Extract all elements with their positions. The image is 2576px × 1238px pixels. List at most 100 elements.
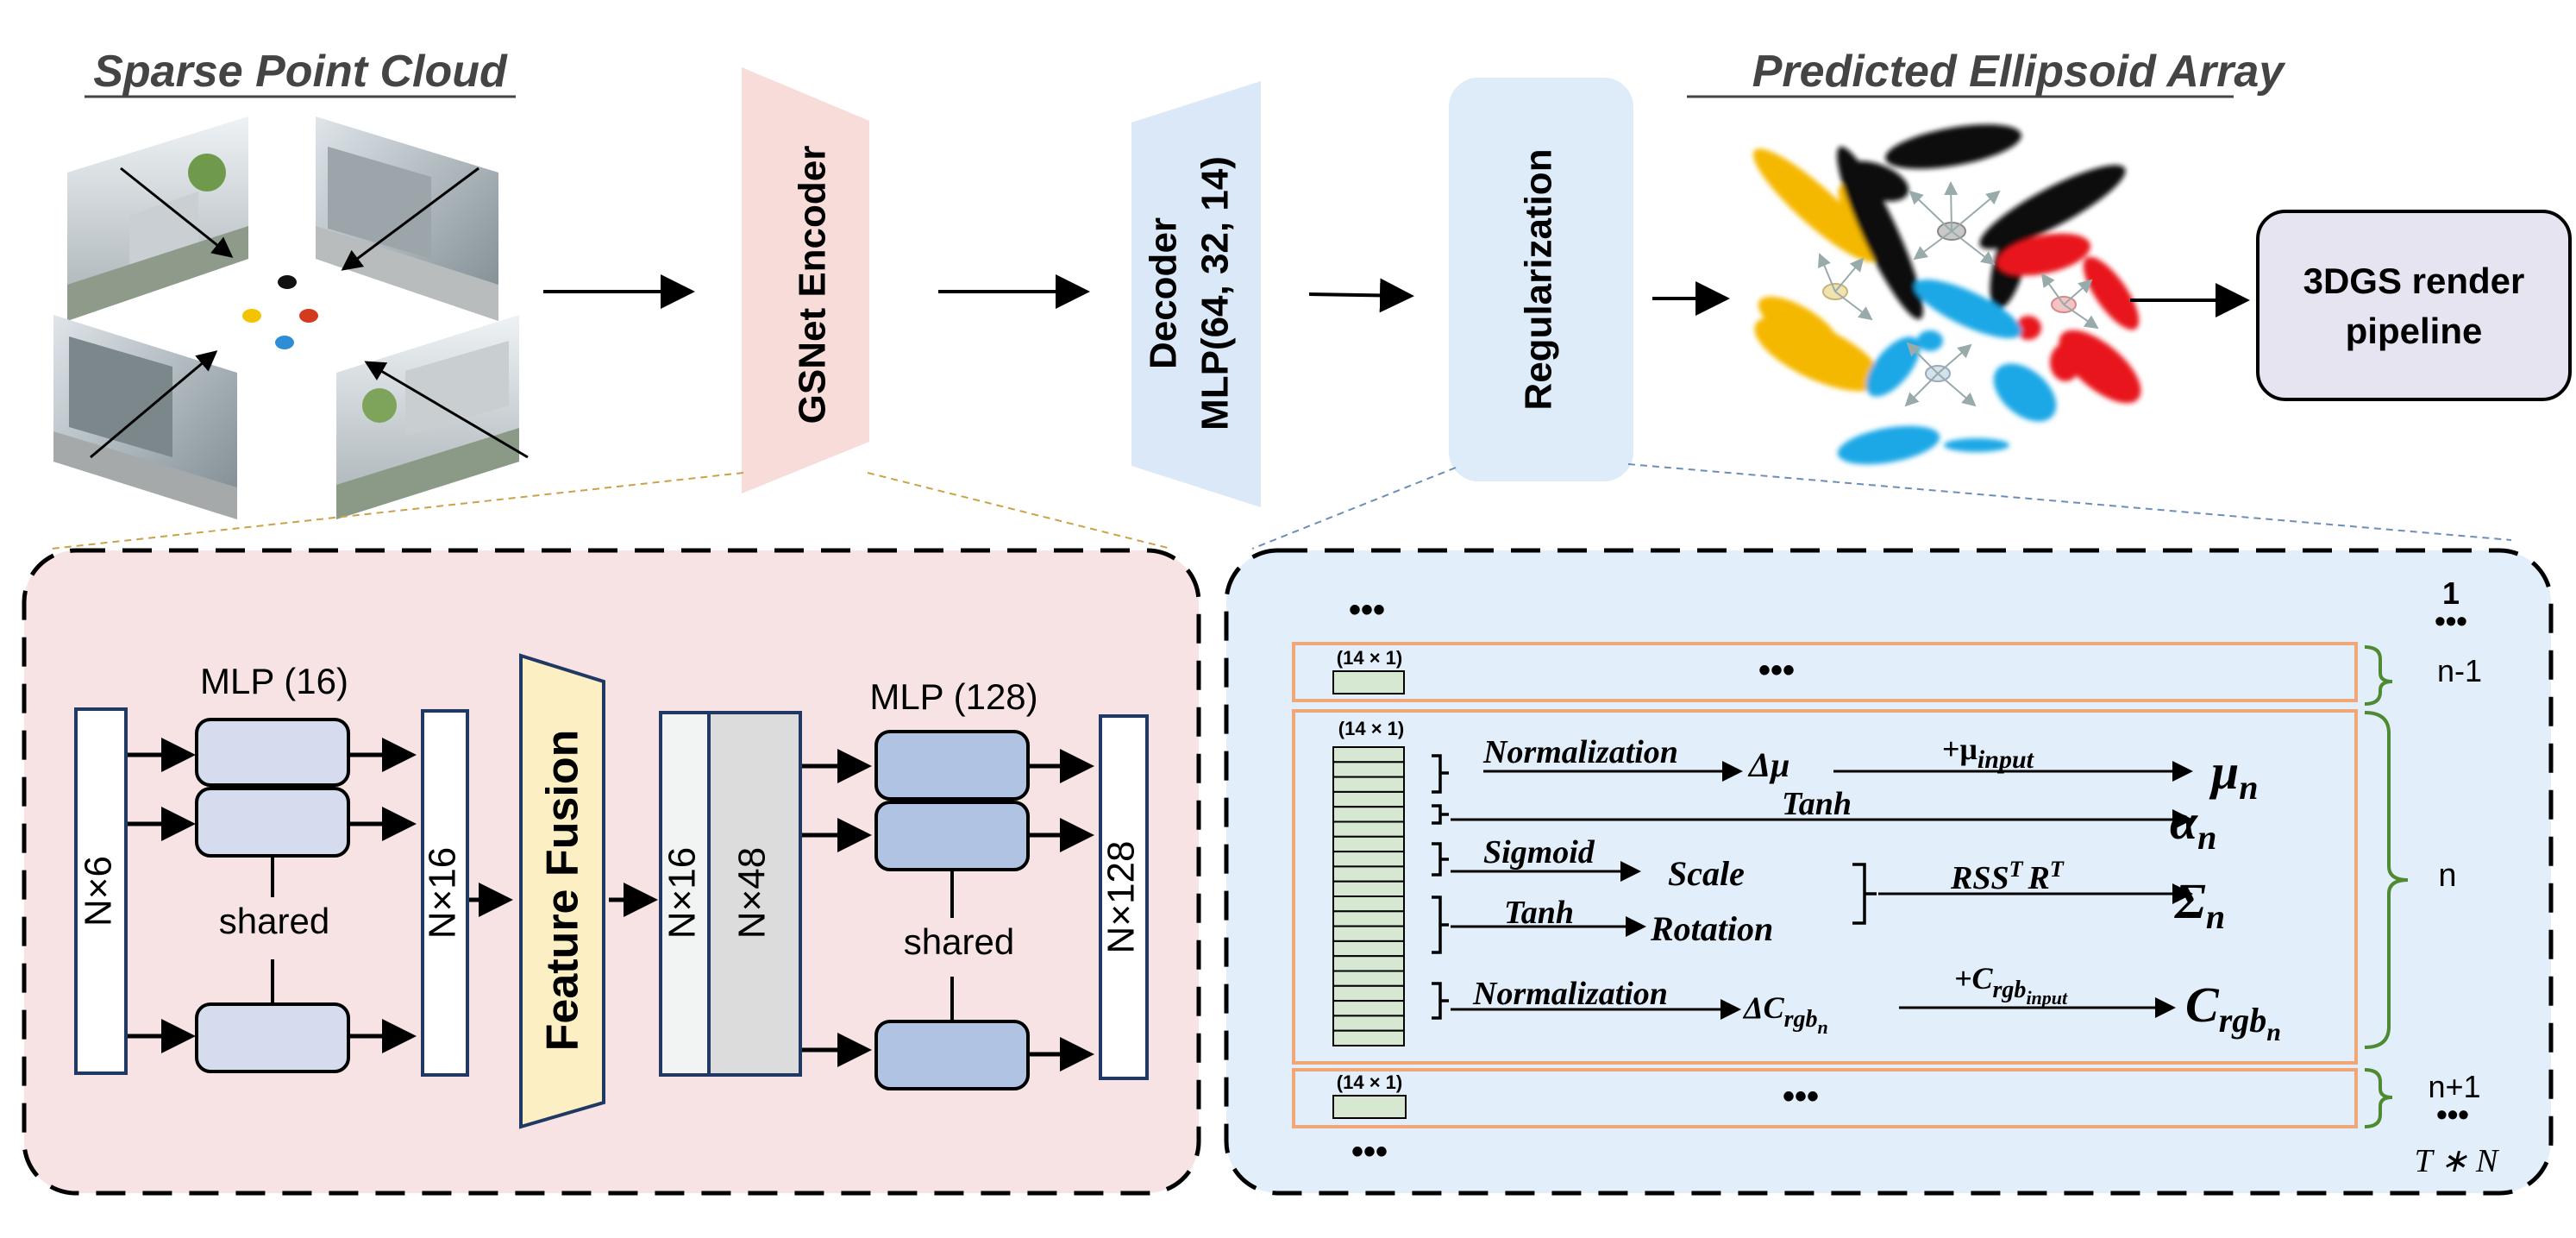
svg-text:GSNet Encoder: GSNet Encoder <box>792 146 834 424</box>
vector-cell <box>1332 776 1405 793</box>
vector-cell <box>1332 910 1405 927</box>
dots-bottom-right: ••• <box>2436 1097 2469 1132</box>
vector-cell <box>1332 1015 1405 1032</box>
vector-cell <box>1332 925 1405 942</box>
regularization-block: Regularization <box>1449 78 1633 481</box>
vector-cell <box>1332 1000 1405 1017</box>
reg-zoom-line-right <box>1627 463 2512 541</box>
dots-row-prev: ••• <box>1758 651 1795 689</box>
concat-n48-label: N×48 <box>731 847 774 939</box>
out-c-rgb: Crgbn <box>2185 977 2281 1046</box>
brace-n-minus-1 <box>2364 645 2393 706</box>
svg-text:pipeline: pipeline <box>2346 311 2483 351</box>
dots-top-right: ••• <box>2435 603 2467 638</box>
row-n <box>1292 709 2358 1065</box>
arrow-decoder-to-regularization <box>1308 278 1414 313</box>
row-n-minus-1 <box>1292 642 2358 702</box>
render-pipeline-block: 3DGS render pipeline <box>2256 210 2572 401</box>
encoder-detail-panel: N×6 MLP (16) shared N×16 Feature Fusion <box>22 548 1201 1196</box>
ellipsoid-array-image <box>1752 124 2141 465</box>
brace-n-plus-1 <box>2364 1068 2393 1128</box>
out-mu: μn <box>2209 744 2259 807</box>
op-normalization-2: Normalization <box>1472 976 1668 1012</box>
svg-text:MLP(64, 32, 14): MLP(64, 32, 14) <box>1194 156 1237 430</box>
output-n128-label: N×128 <box>1100 841 1143 954</box>
encoder-zoom-line-right <box>867 472 1172 550</box>
vector-cell <box>1332 835 1405 853</box>
vector-label-next: (14 × 1) <box>1337 1071 1402 1093</box>
vector-cell <box>1332 955 1405 972</box>
vector-cell <box>1332 746 1405 764</box>
mlp128-block-2 <box>874 801 1030 871</box>
row-label-1: 1 <box>2442 575 2460 611</box>
sparse-points <box>242 275 318 349</box>
gsnet-encoder-block: GSNet Encoder <box>742 67 869 493</box>
op-delta-mu: Δμ <box>1747 745 1789 784</box>
predicted-ellipsoid-title: Predicted Ellipsoid Array <box>1687 47 2287 98</box>
vector-label-prev: (14 × 1) <box>1337 647 1402 669</box>
vector-cell <box>1332 851 1405 868</box>
dots-bottom-left: ••• <box>1351 1133 1388 1171</box>
feature-fusion-label: Feature Fusion <box>538 730 588 1052</box>
svg-text:Predicted Ellipsoid Array: Predicted Ellipsoid Array <box>1752 47 2287 97</box>
street-photo-bottom-left <box>53 315 237 519</box>
op-plus-mu: +μinput <box>1942 732 2035 774</box>
dots-row-next: ••• <box>1783 1078 1819 1115</box>
n16-label: N×16 <box>422 847 464 939</box>
input-n6-block <box>74 707 128 1075</box>
brace-n <box>2364 711 2409 1049</box>
street-photo-top-left <box>67 116 248 321</box>
concat-n16-label: N×16 <box>661 847 704 939</box>
svg-text:Sparse Point Cloud: Sparse Point Cloud <box>93 47 508 97</box>
out-alpha: αn <box>2170 794 2216 857</box>
vector-cell <box>1332 1029 1405 1046</box>
op-plus-c: +Crgbinput <box>1954 961 2068 1009</box>
row-n-plus-1 <box>1292 1068 2358 1128</box>
decoder-block: Decoder MLP(64, 32, 14) <box>1131 81 1261 507</box>
svg-text:Regularization: Regularization <box>1518 148 1560 410</box>
street-photo-bottom-right <box>336 315 519 519</box>
out-sigma: Σn <box>2174 873 2225 936</box>
concat-n16-block <box>659 711 711 1077</box>
op-scale: Scale <box>1668 854 1745 893</box>
op-tanh-1: Tanh <box>1782 786 1852 822</box>
vector-cell <box>1332 865 1405 883</box>
sparse-point-cloud-title: Sparse Point Cloud <box>85 47 516 98</box>
mlp16-block-3 <box>195 1002 350 1073</box>
svg-text:Decoder: Decoder <box>1143 217 1185 369</box>
vector-cell <box>1332 896 1405 913</box>
output-n128-block <box>1099 714 1149 1080</box>
vector-cell <box>1332 984 1405 1002</box>
op-normalization-1: Normalization <box>1482 734 1678 770</box>
shared-label-2: shared <box>904 921 1014 962</box>
row-label-n-minus-1: n-1 <box>2437 653 2482 688</box>
regularization-detail-panel: ••• 1 ••• (14 × 1) ••• n-1 (14 × 1) n No… <box>1224 548 2554 1196</box>
svg-text:3DGS render: 3DGS render <box>2303 261 2525 301</box>
camera-arrows <box>90 167 529 459</box>
vector-cell <box>1332 970 1405 987</box>
shared-label-1: shared <box>219 901 329 941</box>
row-label-total: T ∗ N <box>2415 1143 2500 1179</box>
op-sigmoid: Sigmoid <box>1483 834 1595 870</box>
dots-top-left: ••• <box>1349 591 1385 629</box>
vector-cell <box>1332 939 1405 958</box>
street-photo-top-right <box>316 116 498 321</box>
concat-n48-block <box>707 711 802 1077</box>
mlp128-label: MLP (128) <box>869 676 1037 717</box>
row-label-n: n <box>2438 858 2456 894</box>
vector-cell <box>1332 880 1405 898</box>
mlp128-block-3 <box>874 1020 1030 1090</box>
feature-fusion-block <box>519 653 605 1129</box>
mlp16-label: MLP (16) <box>200 661 348 701</box>
encoder-zoom-line-left <box>51 472 744 550</box>
reg-zoom-line-left <box>1251 467 1457 550</box>
input-n6-label: N×6 <box>78 856 120 927</box>
vector-label-current: (14 × 1) <box>1338 718 1404 739</box>
n16-block <box>421 709 469 1077</box>
vector-cell <box>1332 790 1405 808</box>
op-delta-c: ΔCrgbn <box>1742 990 1828 1038</box>
op-tanh-2: Tanh <box>1504 895 1574 931</box>
mlp16-block-2 <box>195 787 350 858</box>
vector-14x1 <box>1332 746 1405 1046</box>
